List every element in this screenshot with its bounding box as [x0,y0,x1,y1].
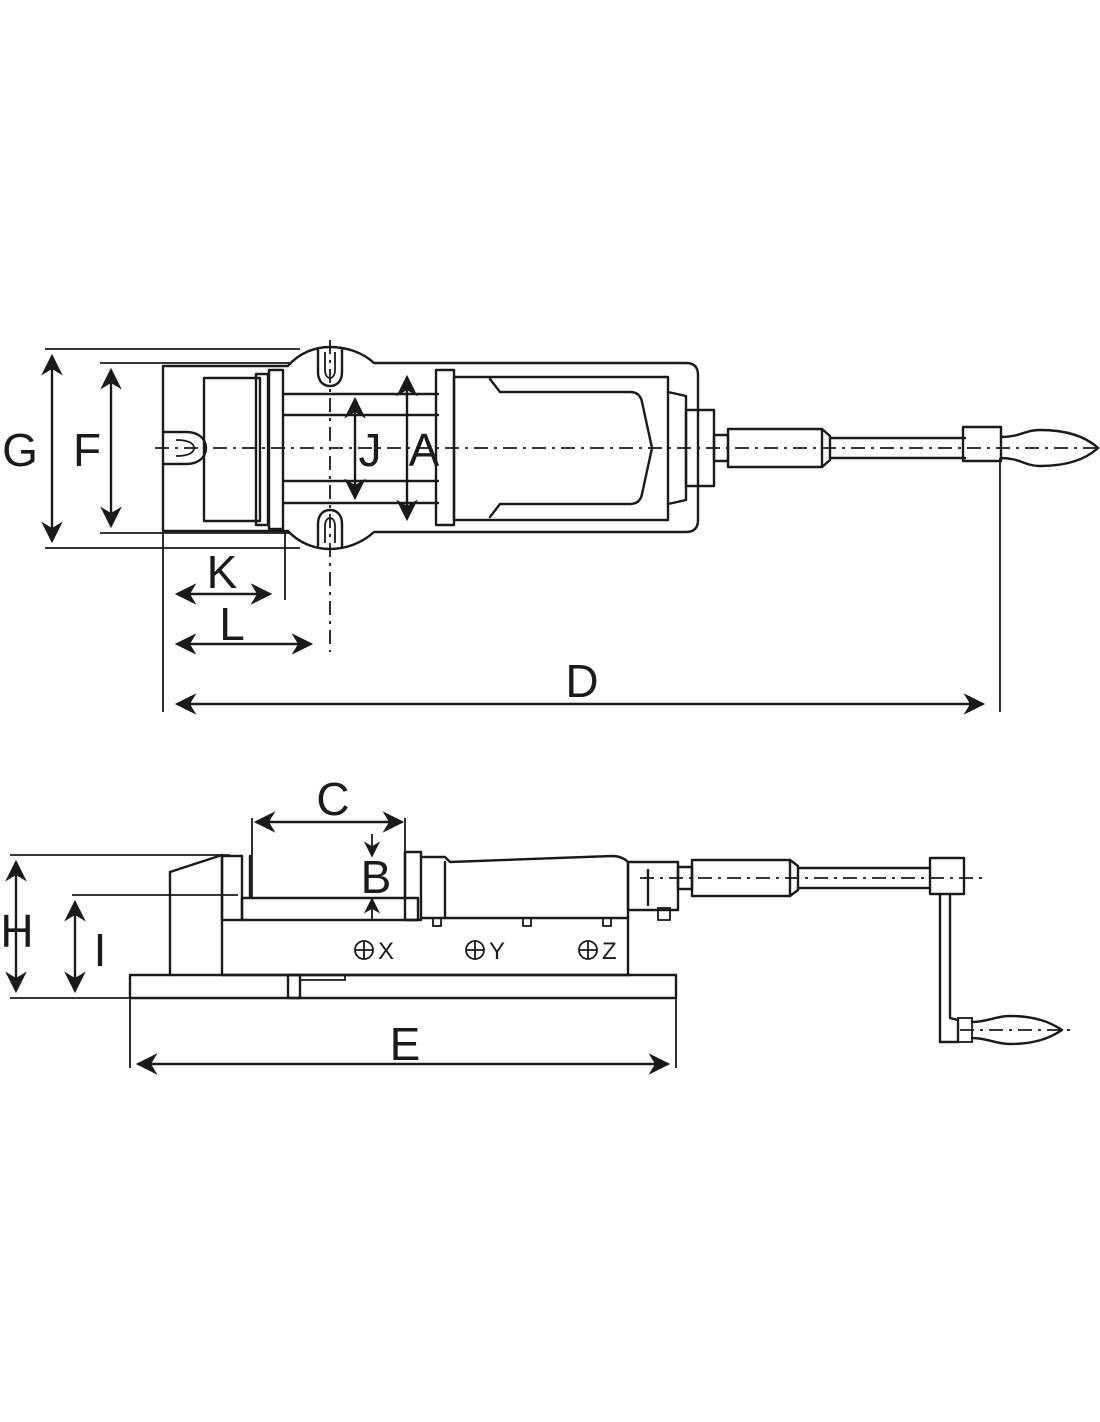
label-a: A [409,424,440,476]
label-l: L [219,598,245,650]
top-view: G F J A K L D [2,340,1100,715]
nut-stub [657,907,671,921]
fixed-jaw-block [202,376,262,523]
label-c: C [316,773,349,825]
fixed-jaw-face [267,368,285,531]
handle-grip [999,428,1100,468]
bolt-stub-3 [602,917,612,927]
hole-label-y: Y [489,938,505,965]
base-plate-slot [286,973,302,1000]
label-g: G [2,424,38,476]
label-b: B [361,851,392,903]
label-j: J [359,424,382,476]
hole-label-x: X [378,938,394,965]
label-i: I [94,924,107,976]
label-f: F [73,424,101,476]
movable-jaw-side [403,850,423,922]
hole-label-z: Z [602,938,617,965]
crank-grip [970,1014,1064,1046]
base-plate-step [299,975,346,981]
label-e: E [390,1018,421,1070]
nut-housing-side [626,860,680,912]
label-k: K [207,546,238,598]
crank-arm [938,892,960,1044]
fixed-jaw-side [220,854,244,922]
label-d: D [565,655,598,707]
hole-marker-z: Z [578,938,617,965]
crank-hub [928,856,966,896]
base-plate [128,973,678,1000]
bottom-keyway [316,508,344,548]
bolt-stub-2 [522,917,532,927]
fixed-jaw-plate [254,372,270,527]
body-chamfer [168,853,224,874]
handle-hub [961,425,1003,463]
hole-marker-y: Y [465,938,505,965]
side-view: X Y Z C B H I E [0,773,1075,1075]
hole-marker-x: X [354,938,394,965]
top-keyway [316,347,344,388]
bed-rail [240,896,420,922]
bolt-stub-1 [432,917,442,927]
movable-jaw-profile [419,854,630,920]
label-h: H [0,905,33,957]
